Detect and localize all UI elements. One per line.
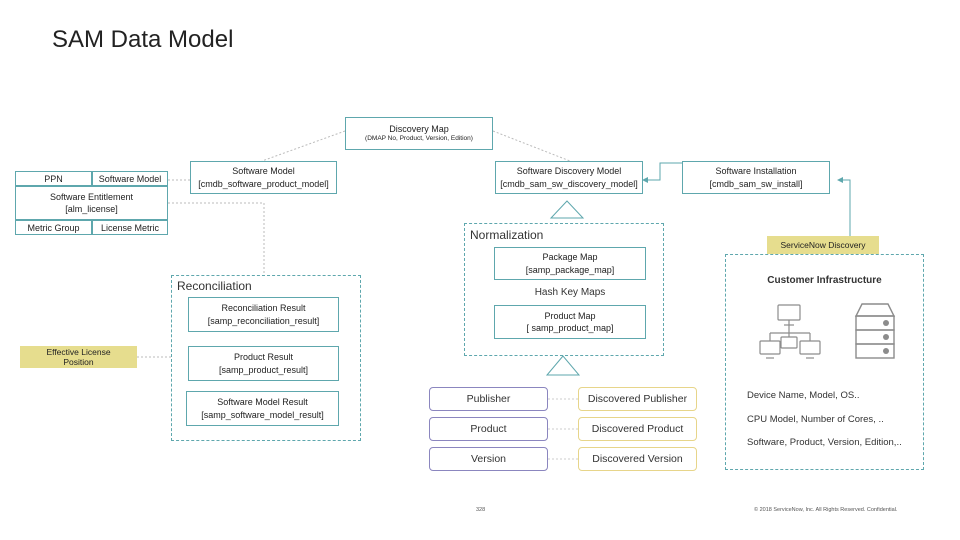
software-installation-title: Software Installation <box>715 166 797 177</box>
dm-to-software-model-line <box>261 130 346 162</box>
software-model-result-table: [samp_software_model_result] <box>201 409 324 420</box>
version-attribute: Version <box>429 447 548 471</box>
product-result-title: Product Result <box>233 352 294 363</box>
package-map-box: Package Map [samp_package_map] <box>494 247 646 280</box>
software-installation-table: [cmdb_sam_sw_install] <box>709 178 803 189</box>
discovery-map-box: Discovery Map (DMAP No, Product, Version… <box>345 117 493 150</box>
page-title: SAM Data Model <box>52 26 234 53</box>
software-entitlement-cell: Software Entitlement [alm_license] <box>15 186 168 220</box>
dm-to-sw-discovery-line <box>492 130 571 162</box>
product-map-box: Product Map [ samp_product_map] <box>494 305 646 339</box>
infra-line-software: Software, Product, Version, Edition,.. <box>747 437 902 448</box>
discovered-publisher-attribute: Discovered Publisher <box>578 387 697 411</box>
discovered-product-attribute: Discovered Product <box>578 417 697 441</box>
page-number: 328 <box>476 507 486 513</box>
software-discovery-model-title: Software Discovery Model <box>516 166 622 177</box>
software-model-title: Software Model <box>232 166 295 177</box>
product-attribute: Product <box>429 417 548 441</box>
software-discovery-model-box: Software Discovery Model [cmdb_sam_sw_di… <box>495 161 643 194</box>
infra-line-cpu: CPU Model, Number of Cores, .. <box>747 414 884 425</box>
software-model-result-box: Software Model Result [samp_software_mod… <box>186 391 339 426</box>
product-map-title: Product Map <box>544 310 596 321</box>
metric-group-cell: Metric Group <box>15 220 92 235</box>
software-discovery-model-table: [cmdb_sam_sw_discovery_model] <box>500 178 638 189</box>
hash-key-maps-label: Hash Key Maps <box>534 287 606 298</box>
copyright: © 2018 ServiceNow, Inc. All Rights Reser… <box>754 507 898 513</box>
effective-license-line1: Effective License <box>46 346 111 357</box>
network-icon <box>759 304 821 359</box>
normalization-group <box>464 223 664 356</box>
server-icon <box>854 303 896 359</box>
attributes-up-triangle <box>545 355 581 376</box>
normalization-label: Normalization <box>470 228 544 242</box>
discovered-version-attribute: Discovered Version <box>578 447 697 471</box>
customer-infrastructure-title: Customer Infrastructure <box>767 275 882 286</box>
effective-license-line2: Position <box>63 357 94 367</box>
license-metric-cell: License Metric <box>92 220 168 235</box>
customer-infrastructure-group <box>725 254 924 470</box>
snd-to-install-arrow <box>837 177 851 236</box>
reconciliation-result-box: Reconciliation Result [samp_reconciliati… <box>188 297 339 332</box>
install-to-discovery-arrow <box>642 162 682 183</box>
product-result-table: [samp_product_result] <box>218 364 309 375</box>
product-map-table: [ samp_product_map] <box>526 323 614 333</box>
discovery-map-subtitle: (DMAP No, Product, Version, Edition) <box>365 135 473 143</box>
reconciliation-result-table: [samp_reconciliation_result] <box>207 315 320 326</box>
software-entitlement-title: Software Entitlement <box>49 191 134 202</box>
reconciliation-result-title: Reconciliation Result <box>221 303 306 314</box>
effective-license-position: Effective License Position <box>20 346 137 368</box>
publisher-attribute: Publisher <box>429 387 548 411</box>
entitlement-software-model-cell: Software Model <box>92 171 168 186</box>
normalization-up-triangle <box>549 200 585 219</box>
package-map-table: [samp_package_map] <box>525 264 615 275</box>
software-model-box: Software Model [cmdb_software_product_mo… <box>190 161 337 194</box>
software-entitlement-table: [alm_license] <box>65 204 118 214</box>
ppn-cell: PPN <box>15 171 92 186</box>
servicenow-discovery-label: ServiceNow Discovery <box>767 236 879 254</box>
infra-line-device: Device Name, Model, OS.. <box>747 390 860 401</box>
reconciliation-group <box>171 275 361 441</box>
entitlement-to-reconciliation-line <box>168 202 265 276</box>
software-model-result-title: Software Model Result <box>217 397 308 408</box>
software-installation-box: Software Installation [cmdb_sam_sw_insta… <box>682 161 830 194</box>
package-map-title: Package Map <box>542 252 598 263</box>
software-model-table: [cmdb_software_product_model] <box>198 178 329 189</box>
product-result-box: Product Result [samp_product_result] <box>188 346 339 381</box>
discovery-map-title: Discovery Map <box>389 124 449 135</box>
reconciliation-label: Reconciliation <box>177 279 252 293</box>
